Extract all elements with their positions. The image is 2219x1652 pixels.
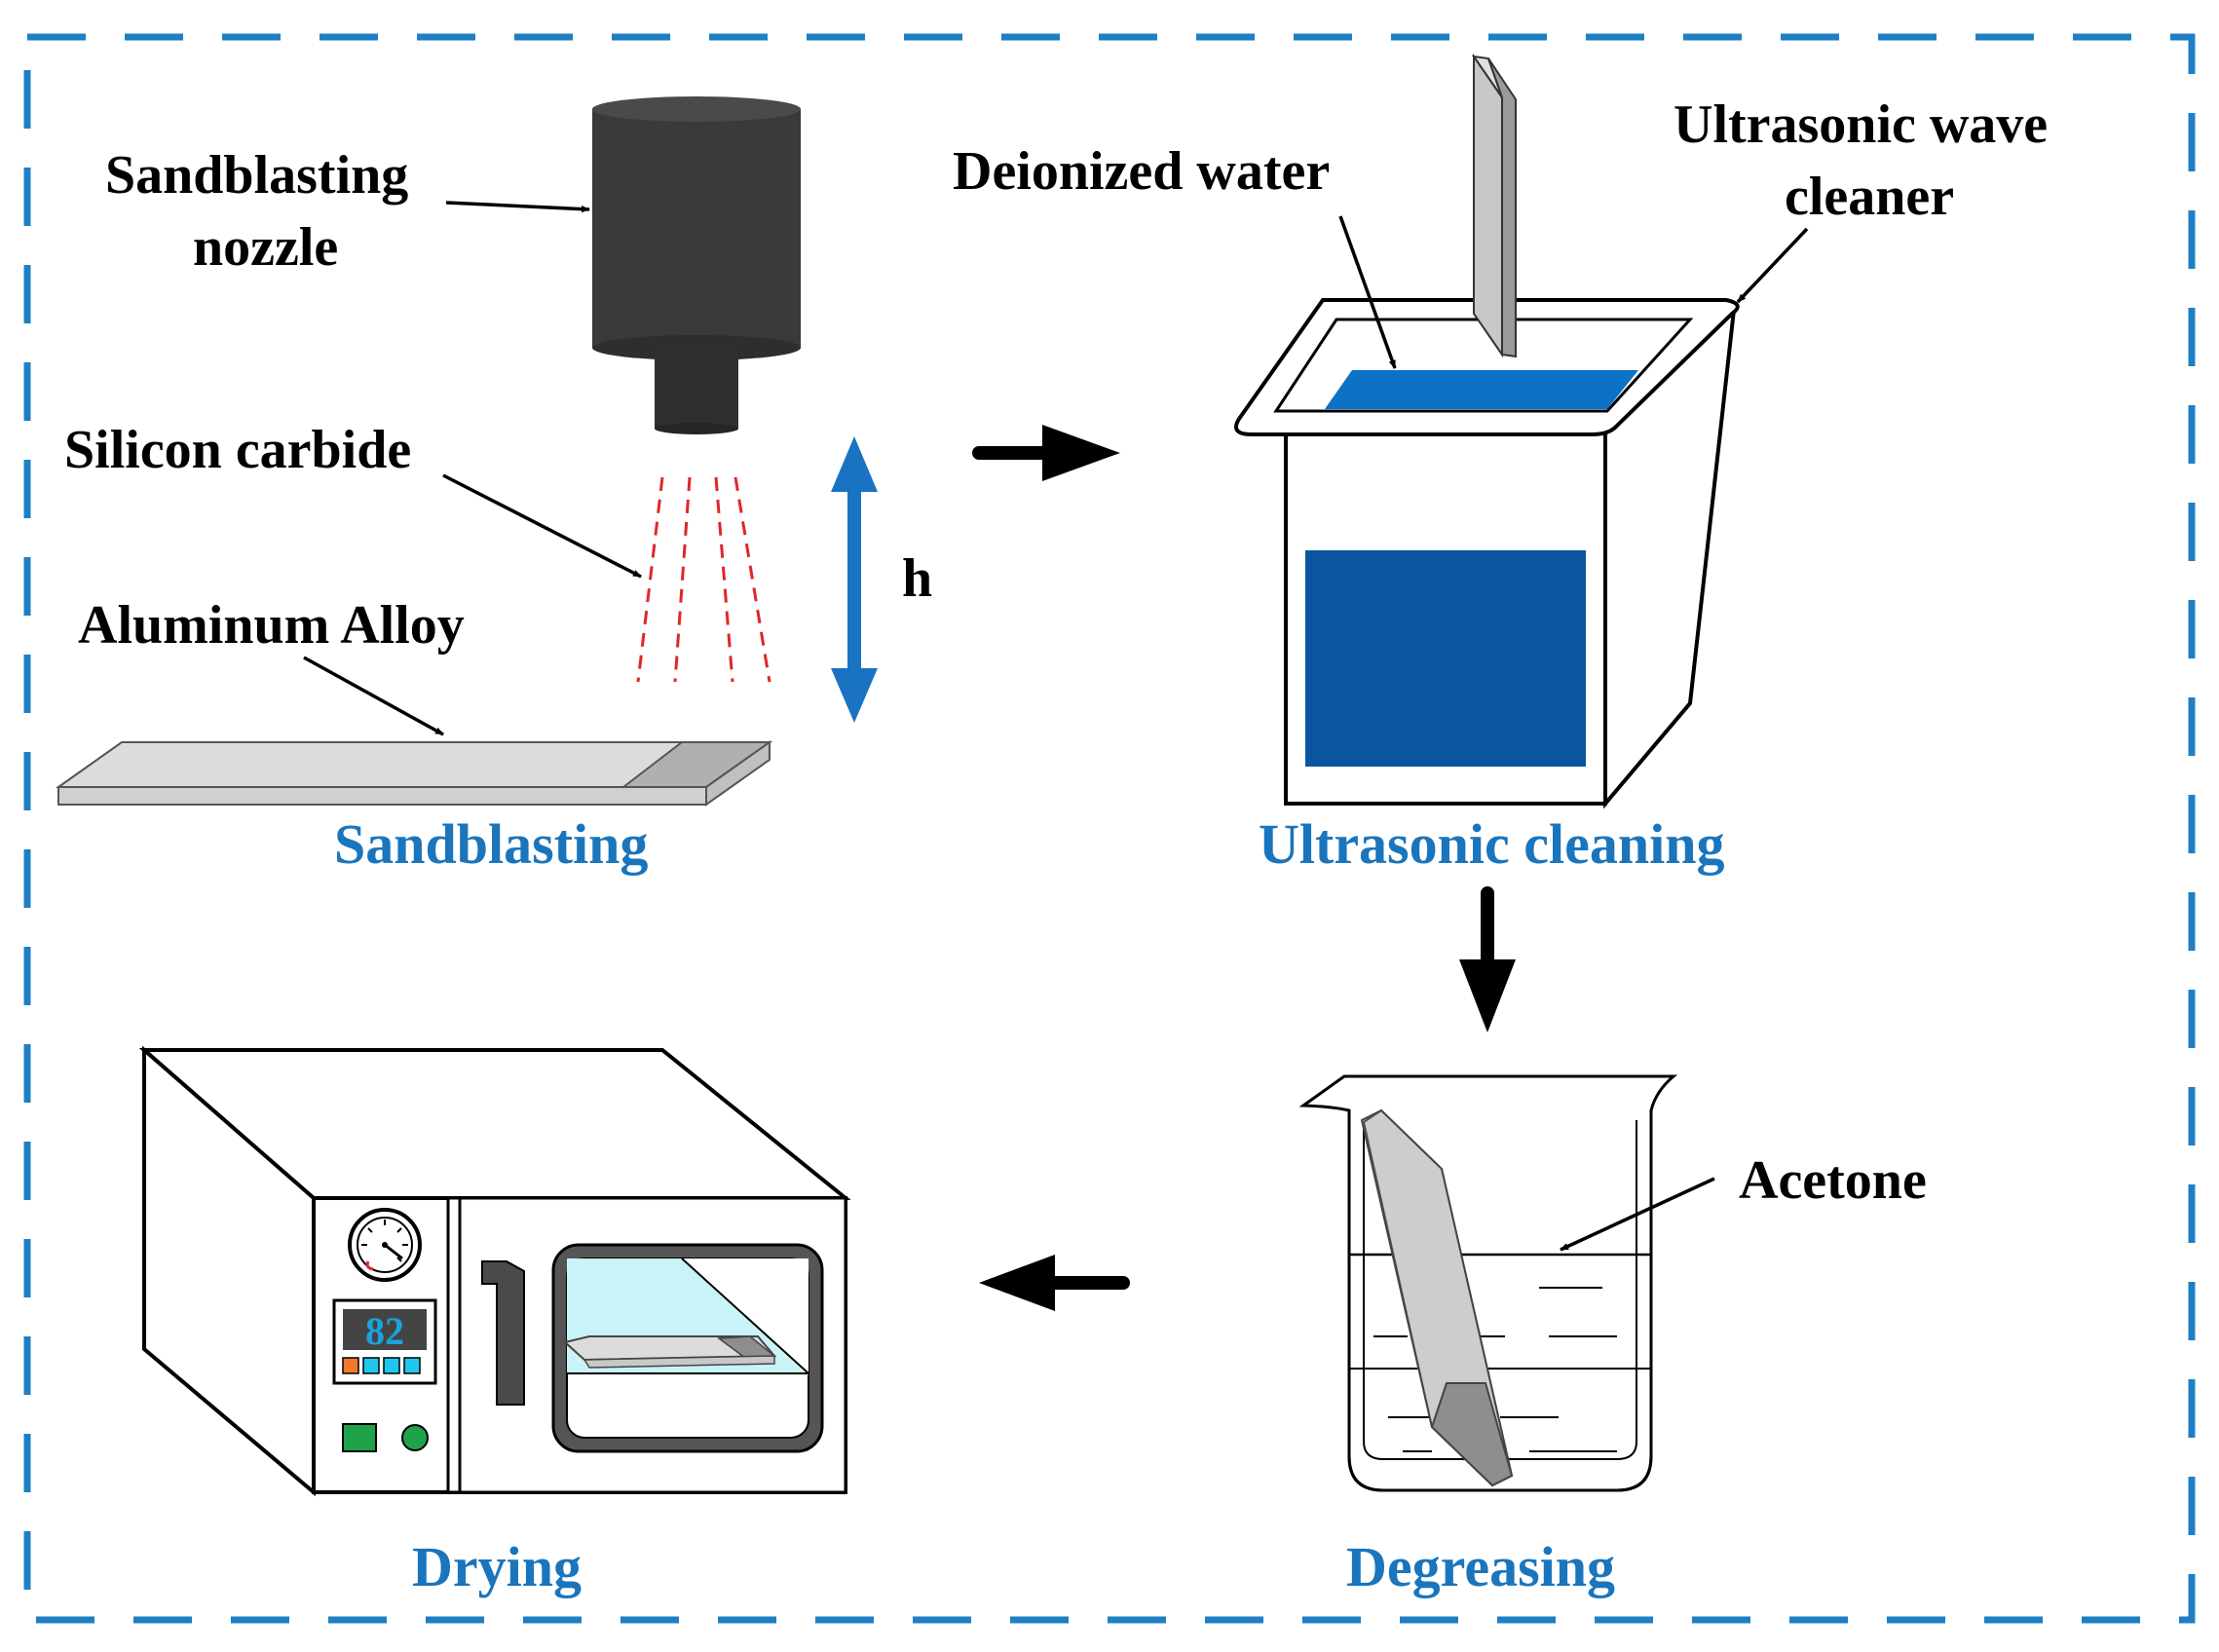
oven-display-value: 82 xyxy=(365,1309,404,1353)
oven-indicator-light xyxy=(401,1424,429,1451)
label-silicon-carbide: Silicon carbide xyxy=(64,420,411,480)
label-aluminum-alloy: Aluminum Alloy xyxy=(78,595,465,656)
deionized-water xyxy=(1325,370,1638,409)
height-arrow xyxy=(831,436,878,723)
oven-power-button xyxy=(342,1423,377,1452)
label-height: h xyxy=(902,548,932,609)
label-ultrasonic-cleaner-1: Ultrasonic wave xyxy=(1674,94,2048,155)
arrow-left-icon xyxy=(979,1255,1130,1311)
beaker xyxy=(1298,1074,1678,1492)
aluminum-plate xyxy=(55,740,773,807)
ultrasonic-cleaner xyxy=(1234,53,1740,809)
arrow-down-icon xyxy=(1459,886,1516,1032)
label-deionized-water: Deionized water xyxy=(953,141,1330,202)
label-sandblasting-nozzle-1: Sandblasting xyxy=(105,145,408,206)
leader-lines-left xyxy=(303,201,642,736)
leader-line-acetone xyxy=(1560,1177,1715,1252)
tank-window xyxy=(1305,550,1586,767)
step-title-ultrasonic-cleaning: Ultrasonic cleaning xyxy=(1259,812,1724,876)
step-title-degreasing: Degreasing xyxy=(1346,1535,1615,1598)
gauge-icon xyxy=(348,1208,422,1282)
label-sandblasting-nozzle-2: nozzle xyxy=(193,217,338,278)
spray-lines xyxy=(636,476,771,683)
step-title-sandblasting: Sandblasting xyxy=(334,812,648,876)
drying-oven: 82 xyxy=(138,1045,851,1497)
label-acetone: Acetone xyxy=(1739,1150,1927,1211)
nozzle xyxy=(592,96,801,434)
arrow-right-icon xyxy=(972,425,1120,481)
step-title-drying: Drying xyxy=(412,1535,582,1598)
label-ultrasonic-cleaner-2: cleaner xyxy=(1785,167,1954,227)
leader-lines-middle xyxy=(1338,215,1809,369)
dashed-border xyxy=(23,33,2196,1624)
